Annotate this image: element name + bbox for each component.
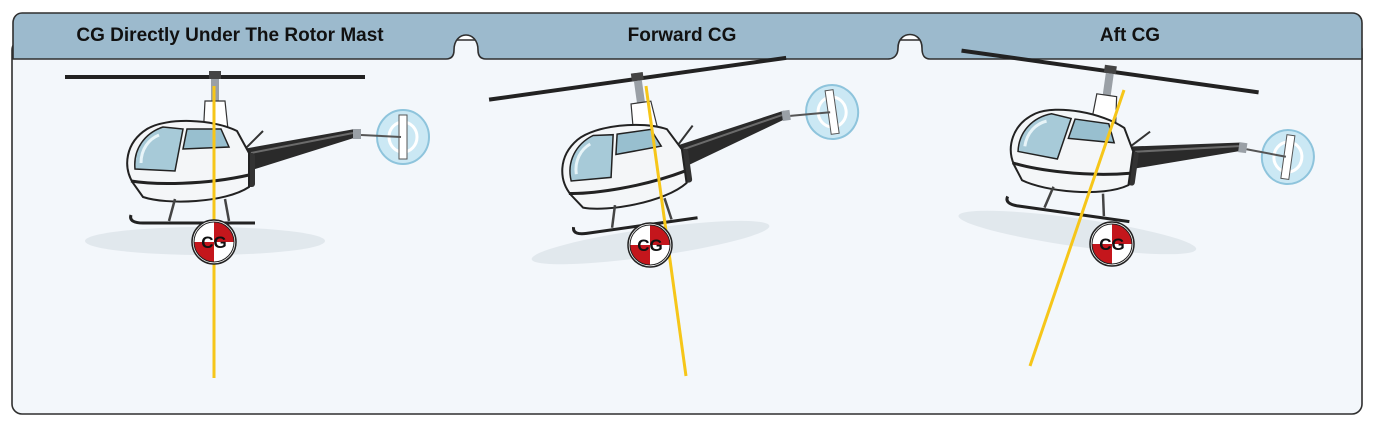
panel-title-center-cg: CG Directly Under The Rotor Mast	[76, 25, 384, 46]
cg-marker-forward: CG	[627, 222, 673, 268]
cg-marker-center: CG	[191, 219, 237, 265]
cg-label-aft: CG	[1099, 235, 1125, 254]
cg-line-aft	[1028, 89, 1126, 367]
panel-header	[12, 12, 1363, 60]
panel-title-forward-cg: Forward CG	[627, 25, 737, 46]
cg-label-forward: CG	[637, 236, 663, 255]
cg-marker-aft: CG	[1089, 221, 1135, 267]
cg-label-center: CG	[201, 233, 227, 252]
panel-title-aft-cg: Aft CG	[1099, 25, 1161, 46]
